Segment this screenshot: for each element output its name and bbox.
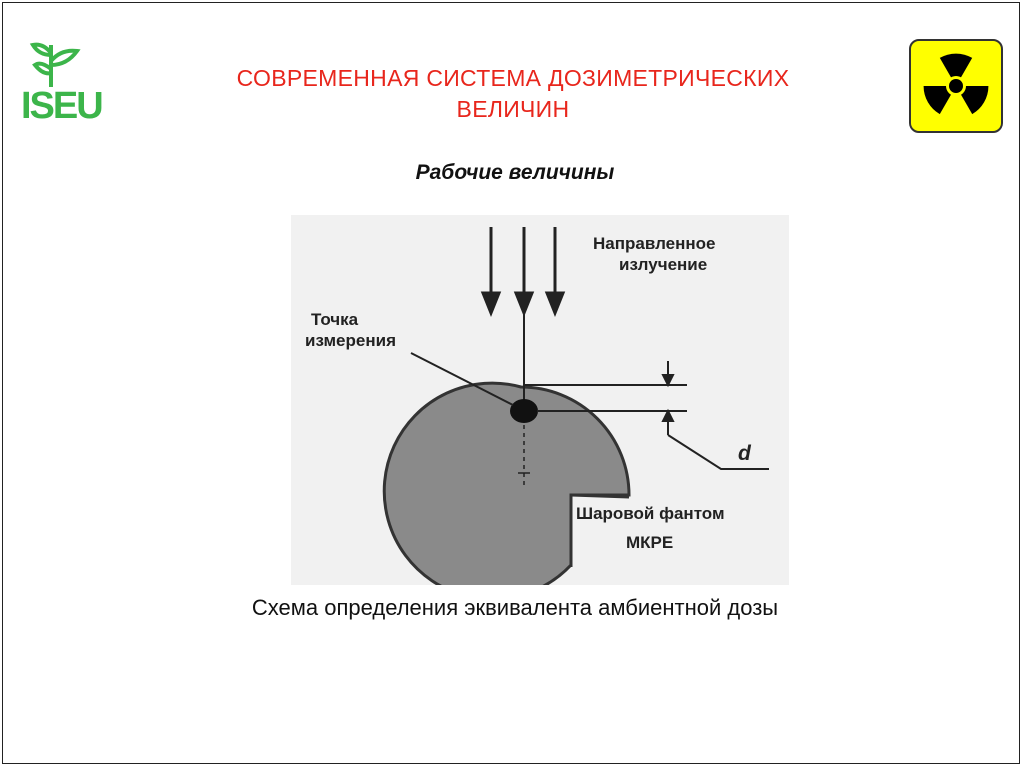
label-directed-radiation: Направленное излучение [593,233,715,275]
radiation-trefoil-icon [923,53,989,115]
sprout-icon [29,42,81,87]
diagram-drawing [382,227,769,585]
logo-text: ISEU [21,85,104,127]
label-sphere-phantom: Шаровой фантом МКРЕ [576,503,776,553]
d-dimension-arrows [661,361,675,435]
section-subtitle: Рабочие величины [415,161,615,184]
label-directed-radiation-line1: Направленное [593,234,716,253]
label-point-line1: Точка [311,310,359,329]
figure-caption: Схема определения эквивалента амбиентной… [251,595,779,620]
title-line-1: СОВРЕМЕННАЯ СИСТЕМА ДОЗИМЕТРИЧЕСКИХ [236,65,790,91]
sphere-phantom [382,381,631,585]
iseu-logo: ISEU [21,39,107,131]
radiation-badge [909,39,1003,133]
measurement-point [510,399,538,423]
label-phantom-line1: Шаровой фантом [576,504,725,523]
label-depth-d: d [738,442,751,465]
title-line-2: ВЕЛИЧИН [456,96,570,122]
page-title: СОВРЕМЕННАЯ СИСТЕМА ДОЗИМЕТРИЧЕСКИХ ВЕЛИ… [143,63,883,125]
label-directed-radiation-line2: излучение [619,255,708,274]
radiation-arrows [480,227,566,318]
label-phantom-line2: МКРЕ [626,533,674,552]
label-measurement-point: Точка измерения [305,309,396,351]
ambient-dose-diagram: Направленное излучение Точка измерения d… [291,215,789,585]
label-point-line2: измерения [305,331,396,350]
